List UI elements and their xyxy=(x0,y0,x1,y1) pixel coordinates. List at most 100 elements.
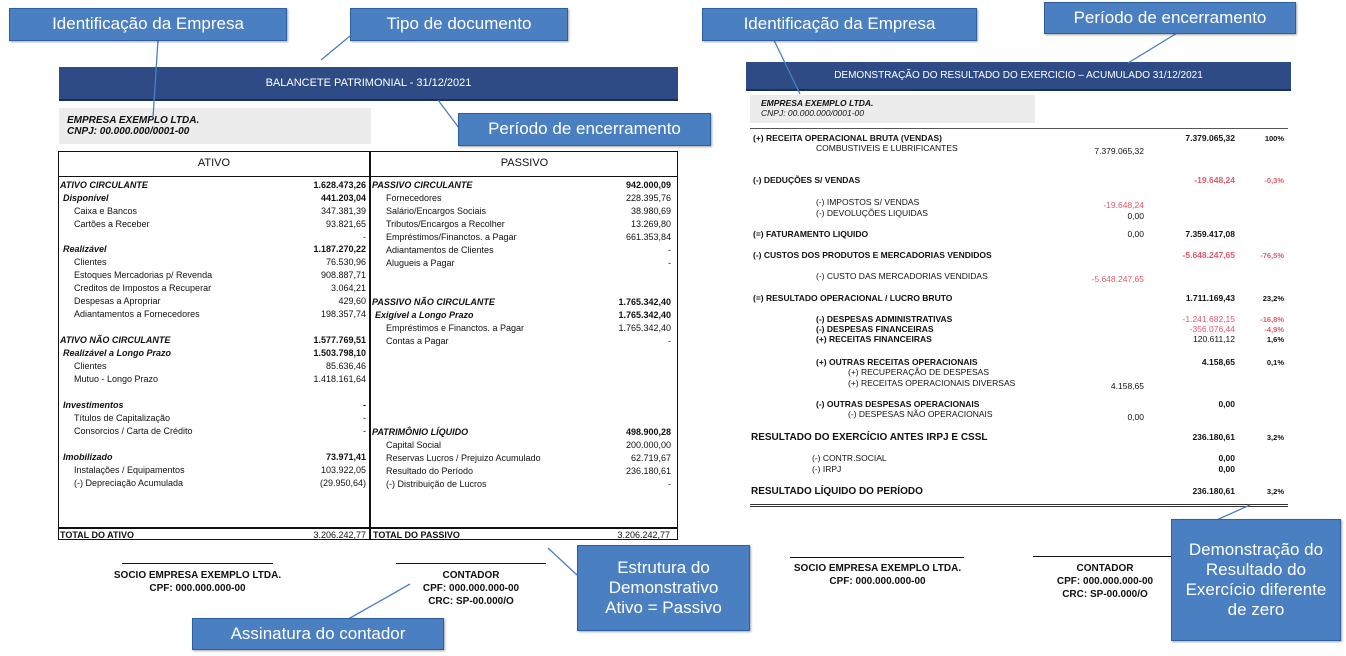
total-passivo-label: TOTAL DO PASSIVO xyxy=(373,530,460,540)
ativo-row-label: Despesas a Apropriar xyxy=(74,296,161,306)
dre-row-label: (+) RECUPERAÇÃO DE DESPESAS xyxy=(848,367,989,377)
dre-row-label: RESULTADO DO EXERCÍCIO ANTES IRPJ E CSSL xyxy=(751,432,988,443)
dre-row-label: (-) DEDUÇÕES S/ VENDAS xyxy=(753,175,861,185)
ativo-row-value: - xyxy=(363,413,366,423)
dre-row-c1: -5.648.247,65 xyxy=(1091,274,1144,284)
ativo-header: ATIVO xyxy=(197,157,231,169)
dre-signature-contador-crc: CRC: SP-00.000/O xyxy=(1062,589,1148,600)
callout-estrutura: Estrutura do Demonstrativo Ativo = Passi… xyxy=(577,545,750,631)
passivo-row-label: Exigível a Longo Prazo xyxy=(375,310,474,320)
passivo-row-label: Capital Social xyxy=(386,440,442,450)
passivo-row-value: 1.765.342,40 xyxy=(618,323,671,333)
callout-identificacao-empresa-right: Identificação da Empresa xyxy=(702,8,977,41)
signature-socio-name: SOCIO EMPRESA EXEMPLO LTDA. xyxy=(113,570,282,581)
passivo-row-value: 228.395,76 xyxy=(625,193,671,203)
dre-row-c2: 7.359.417,08 xyxy=(1185,229,1235,239)
dre-row-c2: 1.711.169,43 xyxy=(1185,293,1235,303)
ativo-row-value: 1.418.161,64 xyxy=(313,374,366,384)
signature-contador-title: CONTADOR xyxy=(442,570,500,581)
total-ativo-label: TOTAL DO ATIVO xyxy=(60,530,134,540)
passivo-row-label: Salário/Encargos Sociais xyxy=(386,206,487,216)
passivo-row-label: Reservas Lucros / Prejuizo Acumulado xyxy=(386,453,541,463)
dre-row-pct: -4,9% xyxy=(1264,325,1284,334)
signature-contador-crc: CRC: SP-00.000/O xyxy=(428,596,514,607)
ativo-row-label: Adiantamentos a Fornecedores xyxy=(74,309,200,319)
ativo-row-value: 76.530,96 xyxy=(325,257,366,267)
dre-row-label: (+) RECEITAS FINANCEIRAS xyxy=(816,334,932,344)
signature-line-socio xyxy=(122,563,273,564)
passivo-row-label: Contas a Pagar xyxy=(386,336,449,346)
ativo-row-value: 3.064,21 xyxy=(330,283,366,293)
ativo-row-value: 93.821,65 xyxy=(325,219,366,229)
ativo-row-label: Caixa e Bancos xyxy=(74,206,138,216)
dre-row-pct: -76,5% xyxy=(1260,251,1284,260)
ativo-row-label: Cartões a Receber xyxy=(74,219,150,229)
dre-row-c2: 7.379.065,32 xyxy=(1185,133,1235,143)
dre-row-pct: 100% xyxy=(1264,134,1284,143)
ativo-row-value: - xyxy=(363,400,366,410)
dre-row-pct: 1,6% xyxy=(1266,335,1284,344)
dre-signature-line-contador xyxy=(1033,556,1173,557)
dre-row-c2: 4.158,65 xyxy=(1201,357,1235,367)
ativo-row-label: Mutuo - Longo Prazo xyxy=(74,374,159,384)
dre-company: EMPRESA EXEMPLO LTDA. xyxy=(761,98,874,108)
signature-socio-cpf: CPF: 000.000.000-00 xyxy=(149,583,246,594)
total-ativo-value: 3.206.242,77 xyxy=(313,530,366,540)
signature-line-contador xyxy=(396,563,546,564)
dre-row-c1: 0,00 xyxy=(1127,412,1144,422)
ativo-row-label: Realizável xyxy=(63,244,107,254)
dre-row-label: (-) CUSTO DAS MERCADORIAS VENDIDAS xyxy=(816,271,988,281)
dre-row-c2: 0,00 xyxy=(1218,453,1235,463)
ativo-row-label: Imobilizado xyxy=(63,452,113,462)
total-passivo-value: 3.206.242,77 xyxy=(617,530,670,540)
dre-row-c2: 236.180,61 xyxy=(1192,486,1235,496)
ativo-row-label: Clientes xyxy=(74,257,107,267)
ativo-row-value: 1.503.798,10 xyxy=(313,348,366,358)
ativo-row-label: Clientes xyxy=(74,361,107,371)
ativo-row-label: Títulos de Capitalização xyxy=(74,413,171,423)
dre-row-label: RESULTADO LÍQUIDO DO PERÍODO xyxy=(751,486,923,497)
ativo-row-label: ATIVO CIRCULANTE xyxy=(60,180,148,190)
passivo-row-value: - xyxy=(668,258,671,268)
dre-signature-contador-title: CONTADOR xyxy=(1076,563,1134,574)
dre-row-label: (-) OUTRAS DESPESAS OPERACIONAIS xyxy=(816,399,980,409)
dre-row-c2: -19.648,24 xyxy=(1194,175,1235,185)
signature-socio: SOCIO EMPRESA EXEMPLO LTDA. CPF: 000.000… xyxy=(100,569,295,595)
ativo-row-label: Estoques Mercadorias p/ Revenda xyxy=(74,270,213,280)
passivo-row-label: PASSIVO NÃO CIRCULANTE xyxy=(372,297,495,307)
balancete-column-divider xyxy=(369,151,371,540)
dre-row-label: (+) RECEITA OPERACIONAL BRUTA (VENDAS) xyxy=(753,133,942,143)
dre-row-c1: 0,00 xyxy=(1127,211,1144,221)
balancete-company-box xyxy=(59,108,371,144)
signature-contador-cpf: CPF: 000.000.000-00 xyxy=(422,583,520,594)
ativo-row-value: 441.203,04 xyxy=(320,193,366,203)
ativo-row-label: Consorcios / Carta de Crédito xyxy=(74,426,193,436)
ativo-row-value: 347.381,39 xyxy=(320,206,366,216)
dre-row-label: (=) FATURAMENTO LIQUIDO xyxy=(753,229,869,239)
passivo-row-value: 498.900,28 xyxy=(625,427,671,437)
dre-row-c2: 120.611,12 xyxy=(1193,334,1235,344)
ativo-row-value: 908.887,71 xyxy=(320,270,366,280)
dre-row-label: (-) IMPOSTOS S/ VENDAS xyxy=(816,197,920,207)
dre-row-pct: 3,2% xyxy=(1266,433,1284,442)
passivo-row-value: - xyxy=(668,479,671,489)
ativo-row-label: Creditos de Impostos a Recuperar xyxy=(74,283,212,293)
dre-row-c2: 0,00 xyxy=(1218,464,1235,474)
dre-signature-contador-cpf: CPF: 000.000.000-00 xyxy=(1056,576,1154,587)
passivo-row-label: PASSIVO CIRCULANTE xyxy=(372,180,473,190)
dre-row-c1: 0,00 xyxy=(1127,229,1144,239)
passivo-row-value: 1.765.342,40 xyxy=(618,297,671,307)
ativo-row-value: - xyxy=(363,426,366,436)
balancete-table xyxy=(58,151,678,540)
callout-assinatura: Assinatura do contador xyxy=(192,618,444,650)
dre-row-pct: -16,8% xyxy=(1260,315,1284,324)
dre-row-label: (-) DESPESAS FINANCEIRAS xyxy=(816,324,934,334)
ativo-row-label: Investimentos xyxy=(63,400,124,410)
ativo-row-value: 198.357,74 xyxy=(320,309,366,319)
dre-title: DEMONSTRAÇÃO DO RESULTADO DO EXERCICIO –… xyxy=(834,70,1203,81)
callout-tipo-documento: Tipo de documento xyxy=(350,8,568,41)
passivo-row-value: 200.000,00 xyxy=(625,440,671,450)
ativo-row-label: Disponível xyxy=(63,193,109,203)
balancete-title-bar: BALANCETE PATRIMONIAL - 31/12/2021 xyxy=(59,67,678,101)
passivo-row-value: - xyxy=(668,336,671,346)
